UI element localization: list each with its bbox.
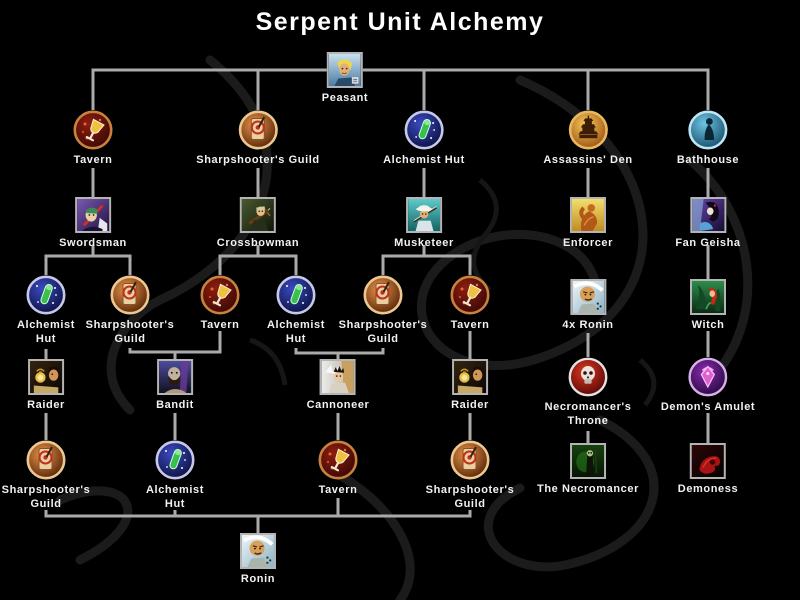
node-crossbowman: Crossbowman xyxy=(217,197,299,250)
crossbowman-icon xyxy=(240,197,276,233)
node-bandit: Bandit xyxy=(156,359,194,412)
node-tavern-4: Tavern xyxy=(318,440,358,497)
node-ronin: Ronin xyxy=(240,533,276,586)
node-label: Peasant xyxy=(321,92,369,104)
node-hut-2: Alchemist Hut xyxy=(11,275,81,347)
witch-icon xyxy=(690,279,726,315)
node-label: Witch xyxy=(691,319,725,331)
node-label: Sharpshooter's Guild xyxy=(425,484,515,511)
sharpshooters-guild-icon xyxy=(110,275,150,315)
node-label: Bathhouse xyxy=(676,154,740,166)
node-label: Crossbowman xyxy=(216,237,300,249)
node-demoness: Demoness xyxy=(678,443,738,496)
node-bathhouse: Bathhouse xyxy=(677,110,739,167)
swordsman-icon xyxy=(75,197,111,233)
node-label: Sharpshooter's Guild xyxy=(196,154,320,166)
node-the-necromancer: The Necromancer xyxy=(537,443,639,496)
node-necromancers-throne: Necromancer's Throne xyxy=(538,357,638,429)
node-label: Tavern xyxy=(450,319,490,331)
enforcer-icon xyxy=(569,197,606,233)
node-label: Alchemist Hut xyxy=(267,319,325,346)
node-label: Enforcer xyxy=(562,237,614,249)
node-label: Cannoneer xyxy=(306,399,370,411)
node-guild-4: Sharpshooter's Guild xyxy=(0,440,98,512)
node-label: Alchemist Hut xyxy=(17,319,75,346)
alchemist-hut-icon xyxy=(404,110,444,150)
sharpshooters-guild-icon xyxy=(26,440,66,480)
bathhouse-icon xyxy=(688,110,728,150)
node-raider-2: Raider xyxy=(451,359,489,412)
node-label: Demon's Amulet xyxy=(660,401,756,413)
necromancers-throne-icon xyxy=(568,357,608,397)
cannoneer-icon xyxy=(319,359,356,395)
node-guild-1: Sharpshooter's Guild xyxy=(196,110,319,167)
node-label: Ronin xyxy=(240,573,276,585)
node-label: Demoness xyxy=(677,483,739,495)
node-label: Bandit xyxy=(156,399,194,411)
sharpshooters-guild-icon xyxy=(363,275,403,315)
node-raider-1: Raider xyxy=(27,359,65,412)
node-fan-geisha: Fan Geisha xyxy=(675,197,740,250)
node-tavern-2: Tavern xyxy=(200,275,240,332)
tavern-icon xyxy=(318,440,358,480)
tavern-icon xyxy=(200,275,240,315)
ronin-icon xyxy=(240,533,276,569)
node-label: Sharpshooter's Guild xyxy=(1,484,91,511)
node-tavern-1: Tavern xyxy=(73,110,113,167)
raider-icon xyxy=(452,359,488,395)
node-label: Tavern xyxy=(73,154,113,166)
node-label: Raider xyxy=(451,399,489,411)
sharpshooters-guild-icon xyxy=(238,110,278,150)
node-musketeer: Musketeer xyxy=(394,197,454,250)
node-hut-1: Alchemist Hut xyxy=(383,110,465,167)
node-demons-amulet: Demon's Amulet xyxy=(661,357,755,414)
node-swordsman: Swordsman xyxy=(59,197,127,250)
node-ronin-4x: 4x Ronin xyxy=(562,279,613,332)
peasant-icon xyxy=(326,52,363,88)
node-peasant: Peasant xyxy=(322,52,368,105)
tavern-icon xyxy=(73,110,113,150)
necromancer-icon xyxy=(570,443,606,479)
ronin-icon xyxy=(570,279,606,315)
node-label: Sharpshooter's Guild xyxy=(338,319,428,346)
node-enforcer: Enforcer xyxy=(563,197,613,250)
node-witch: Witch xyxy=(690,279,726,332)
node-label: Swordsman xyxy=(59,237,127,249)
musketeer-icon xyxy=(405,197,442,233)
node-guild-3: Sharpshooter's Guild xyxy=(331,275,435,347)
sharpshooters-guild-icon xyxy=(450,440,490,480)
alchemist-hut-icon xyxy=(26,275,66,315)
node-label: Alchemist Hut xyxy=(383,154,465,166)
alchemist-hut-icon xyxy=(276,275,316,315)
node-label: Fan Geisha xyxy=(675,237,741,249)
demons-amulet-icon xyxy=(688,357,728,397)
node-label: Musketeer xyxy=(394,237,454,249)
tavern-icon xyxy=(450,275,490,315)
node-label: The Necromancer xyxy=(537,483,639,495)
node-label: Raider xyxy=(27,399,65,411)
fan-geisha-icon xyxy=(689,197,726,233)
assassins-den-icon xyxy=(568,110,608,150)
node-label: Sharpshooter's Guild xyxy=(85,319,175,346)
node-label: 4x Ronin xyxy=(562,319,614,331)
node-label: Alchemist Hut xyxy=(146,484,204,511)
node-label: Tavern xyxy=(318,484,358,496)
alchemist-hut-icon xyxy=(155,440,195,480)
node-tavern-3: Tavern xyxy=(450,275,490,332)
demoness-icon xyxy=(690,443,726,479)
bandit-icon xyxy=(156,359,193,395)
node-label: Assassins' Den xyxy=(543,154,633,166)
raider-icon xyxy=(28,359,64,395)
node-label: Tavern xyxy=(200,319,240,331)
node-hut-3: Alchemist Hut xyxy=(261,275,331,347)
node-hut-4: Alchemist Hut xyxy=(140,440,210,512)
node-cannoneer: Cannoneer xyxy=(307,359,370,412)
node-guild-2: Sharpshooter's Guild xyxy=(78,275,182,347)
node-assassins-den: Assassins' Den xyxy=(543,110,632,167)
node-guild-5: Sharpshooter's Guild xyxy=(418,440,522,512)
node-label: Necromancer's Throne xyxy=(544,401,632,428)
page-title: Serpent Unit Alchemy xyxy=(255,8,545,36)
